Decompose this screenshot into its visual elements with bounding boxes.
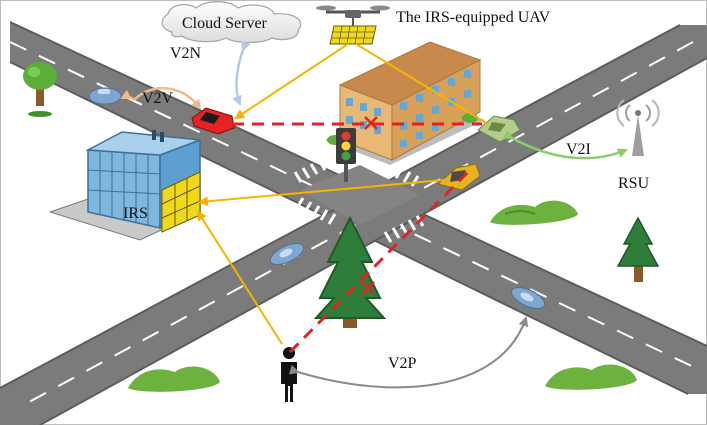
bush-icon [490,200,578,225]
v2i-arrow [502,129,628,160]
block-mark-icon [364,116,378,130]
rsu-tower-icon [616,99,660,156]
v2v-label: V2V [142,90,174,107]
v2v-arrow [133,87,202,110]
intersection [300,165,420,225]
rsu-label: RSU [618,175,650,192]
v2p-arrow [288,316,529,389]
v2n-arrow [232,40,251,106]
pedestrian-to-irs-link [196,210,283,345]
v2i-label: V2I [566,141,591,158]
v2p-label: V2P [388,355,417,372]
block-mark-icon [361,281,375,295]
irs-label: IRS [123,205,148,222]
v2n-label: V2N [170,45,202,62]
tree-icon [23,62,57,117]
uav-icon [316,5,390,45]
car-icon [269,242,305,266]
uav-to-green-car-link [355,43,489,125]
uav-to-car-link [234,43,349,120]
uav-label: The IRS-equipped UAV [396,9,551,26]
car-icon [88,87,122,105]
tree-icon [616,216,660,282]
cloud-server-label: Cloud Server [182,15,268,32]
bush-icon [128,366,220,392]
v2v-arrow-back [120,89,135,101]
bush-icon [545,364,637,390]
car-icon [191,107,235,135]
car-icon [510,286,546,310]
traffic-light-icon [336,128,356,182]
car-to-irs-link [198,179,445,207]
cloud-icon [161,1,302,44]
irs-reflection-links [196,43,489,345]
